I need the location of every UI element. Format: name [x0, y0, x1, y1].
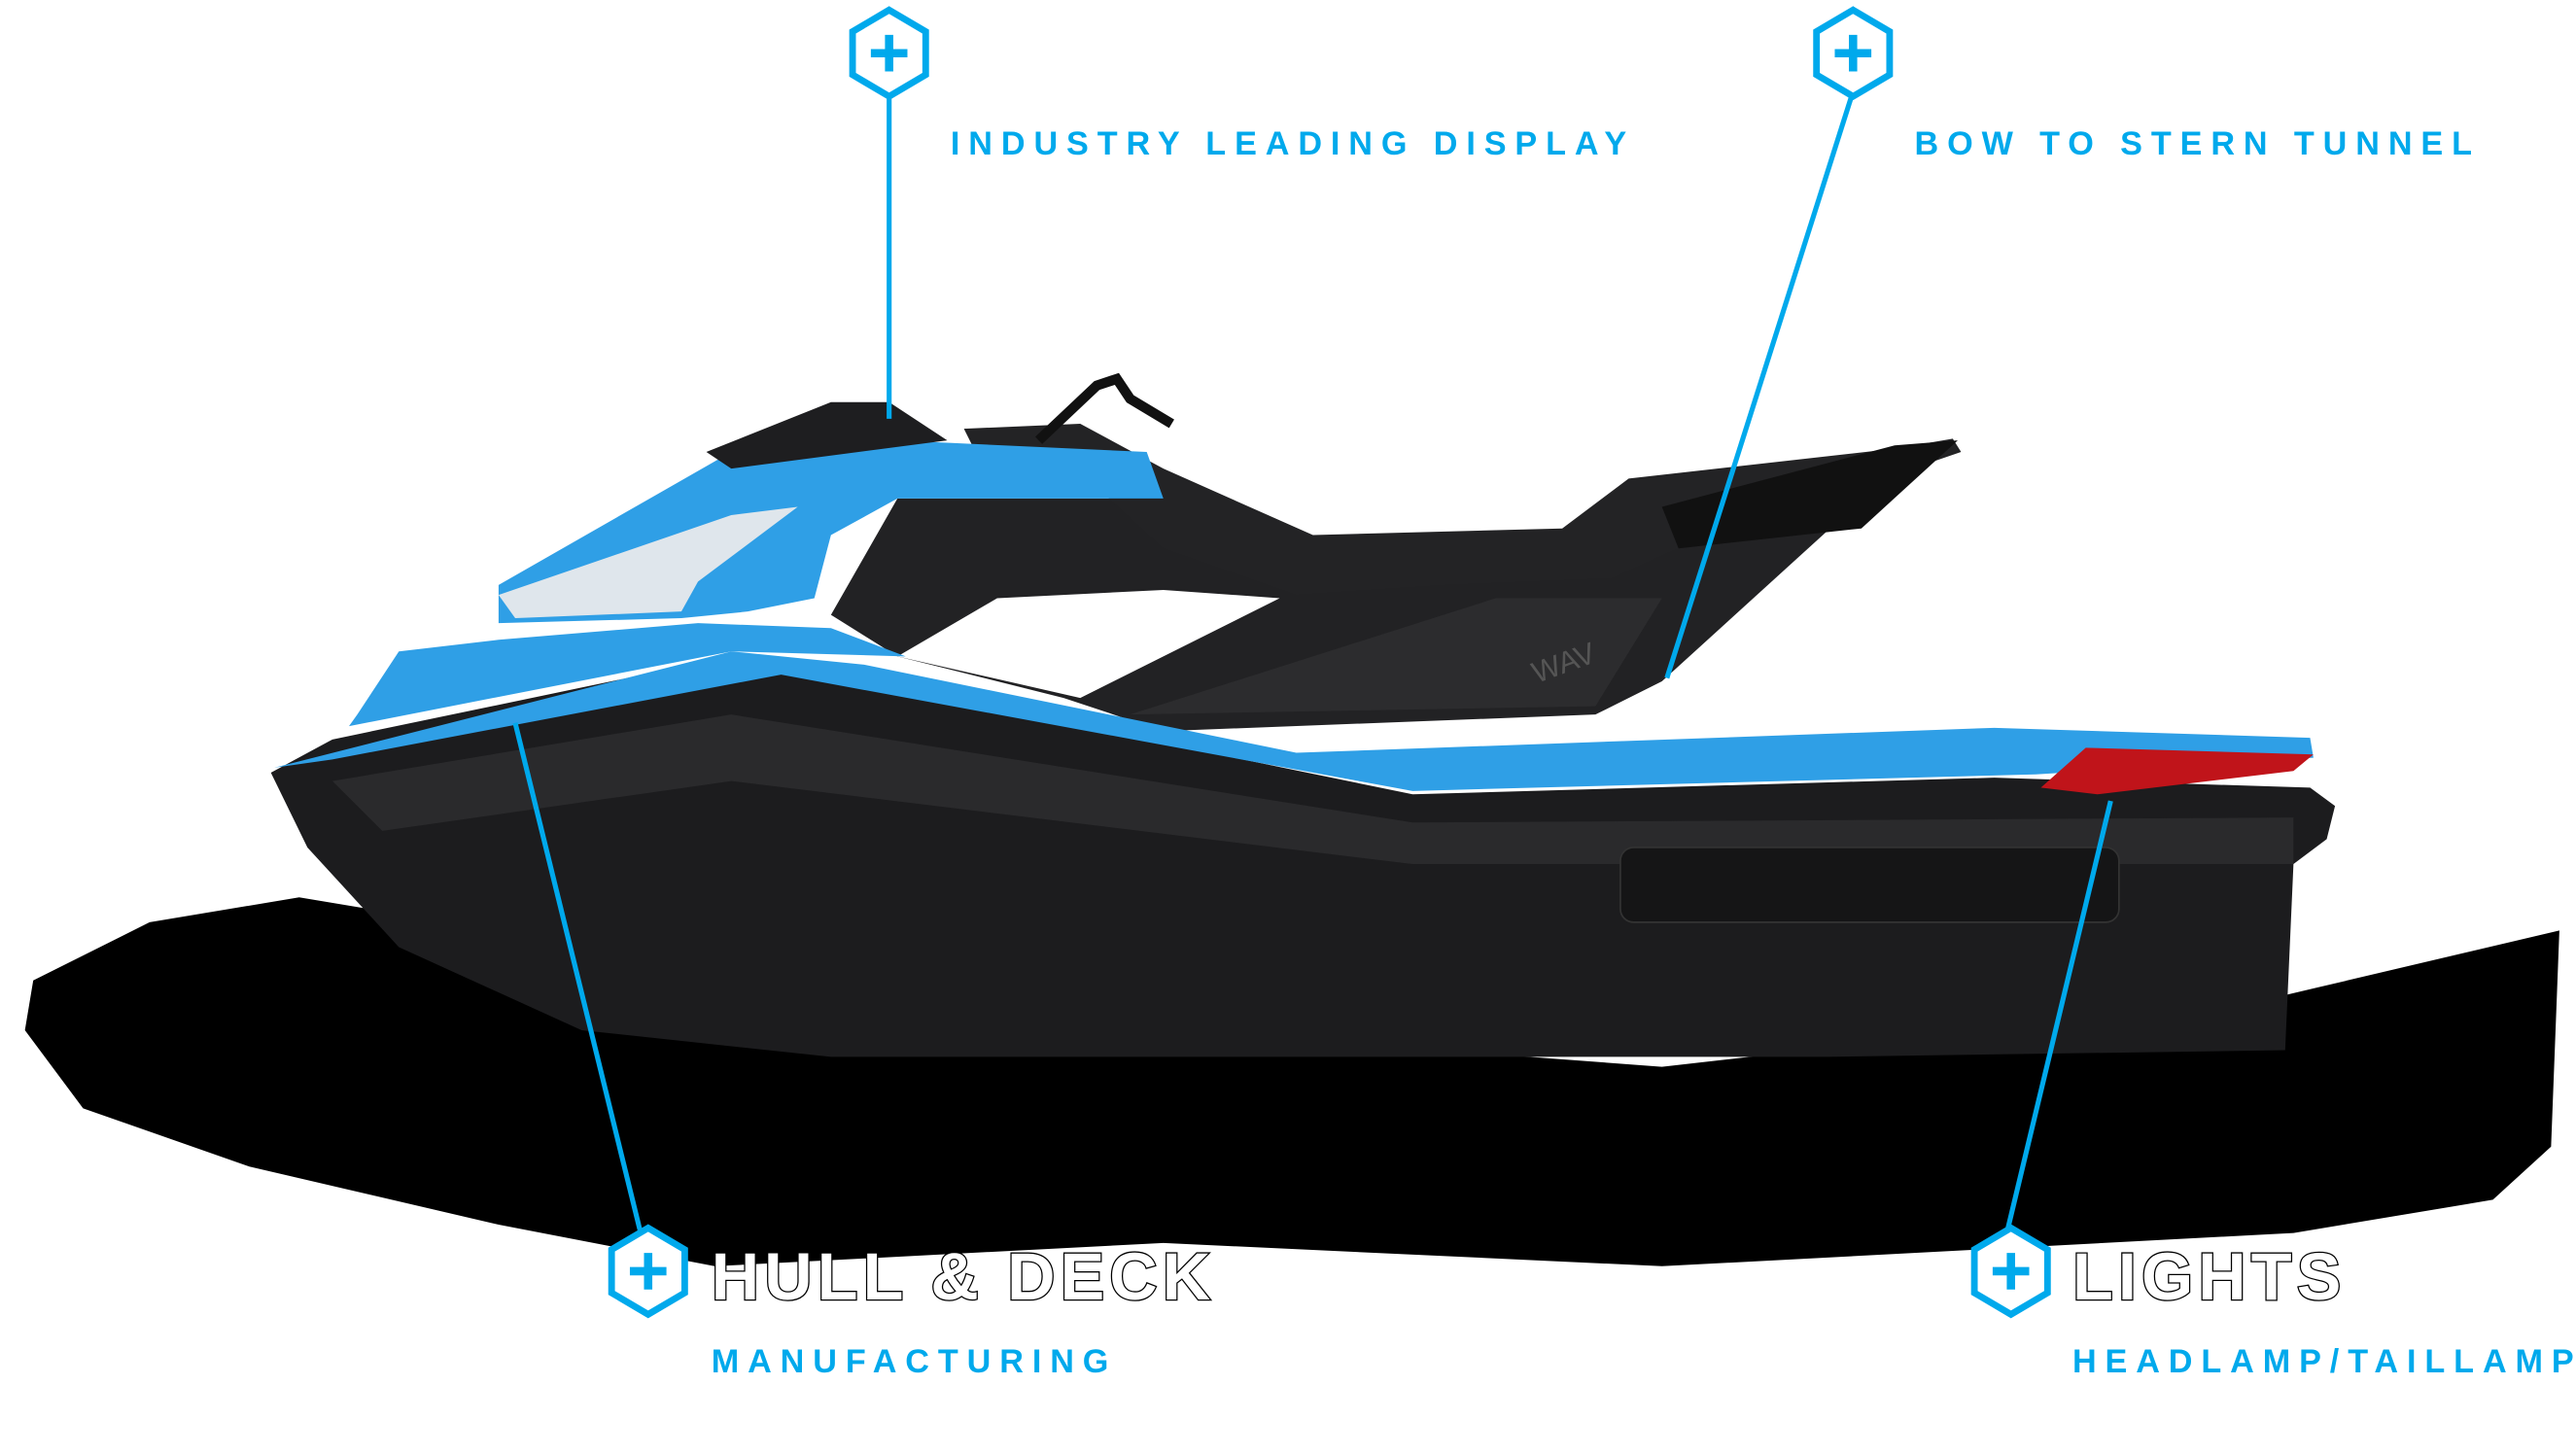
hull-deck-title: HULL & DECK: [712, 1240, 1216, 1314]
hotspot-lights[interactable]: [1970, 1224, 2051, 1319]
plus-hexagon-icon[interactable]: [1970, 1224, 2051, 1319]
leader-line: [1664, 90, 1856, 679]
plus-hexagon-icon[interactable]: [608, 1224, 688, 1319]
leader-line: [512, 722, 643, 1230]
hotspot-hull-deck[interactable]: [608, 1224, 688, 1319]
hotspot-bow-to-stern-tunnel[interactable]: [1813, 6, 1894, 101]
plus-hexagon-icon[interactable]: [1813, 6, 1894, 101]
jet-ski-image: WAV: [270, 372, 2336, 1057]
hotspot-industry-leading-display[interactable]: [849, 6, 929, 101]
hotspot-label[interactable]: BOW TO STERN TUNNEL: [1915, 125, 2481, 162]
hotspot-label[interactable]: HEADLAMP/TAILLAMP: [2072, 1343, 2576, 1380]
hotspot-label[interactable]: INDUSTRY LEADING DISPLAY: [951, 125, 1635, 162]
hotspot-label[interactable]: MANUFACTURING: [712, 1343, 1118, 1380]
leader-line: [2004, 800, 2113, 1230]
lights-title: LIGHTS: [2072, 1240, 2346, 1314]
plus-hexagon-icon[interactable]: [849, 6, 929, 101]
